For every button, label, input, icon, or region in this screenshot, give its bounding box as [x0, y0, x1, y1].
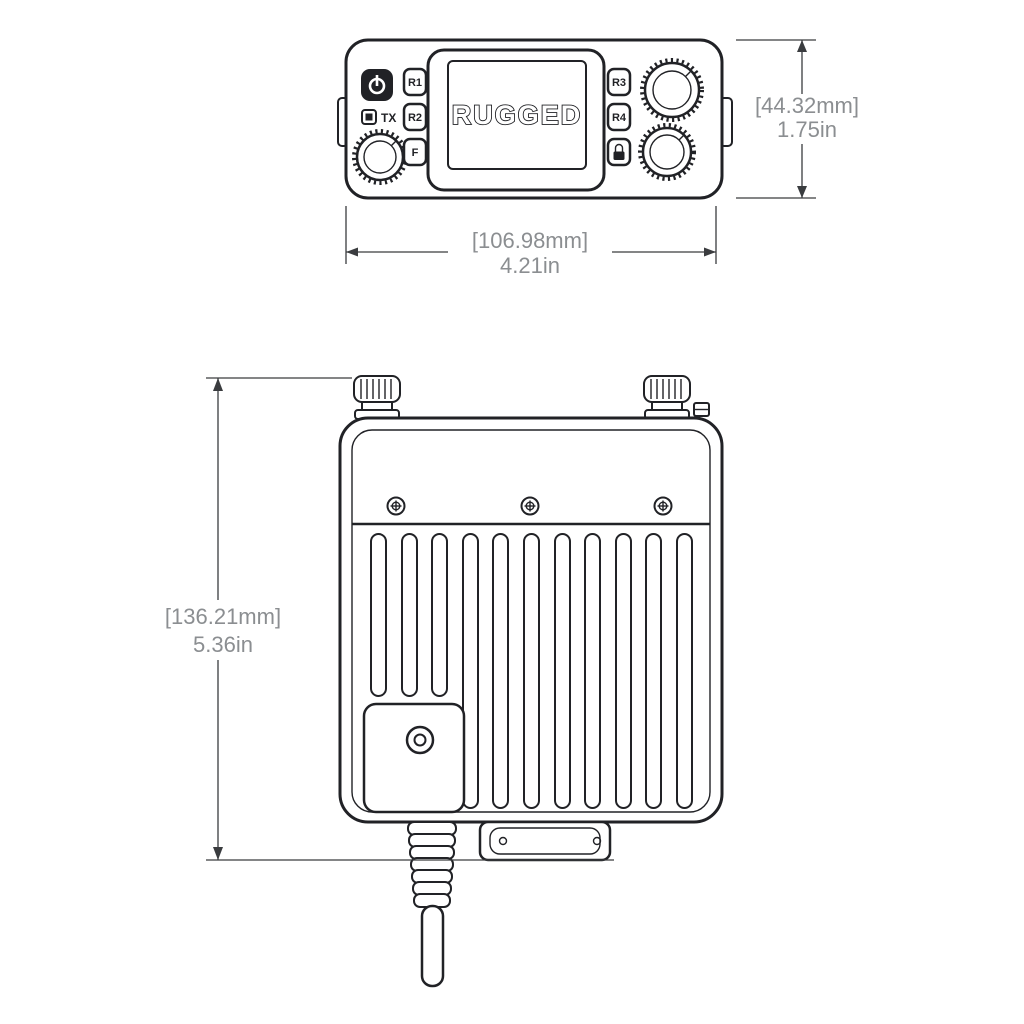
front-width-in: 4.21in: [500, 253, 560, 278]
display: RUGGED: [426, 48, 606, 192]
knurl-ridges: [650, 379, 682, 399]
chassis-inner-outline: [351, 429, 711, 813]
bottom-connector: [478, 820, 612, 862]
left-button-column: R1 R2 F: [402, 67, 428, 167]
screw: [520, 496, 540, 516]
body-height-in: 5.36in: [193, 632, 253, 657]
tx-label: TX: [381, 111, 396, 125]
top-right-knob[interactable]: [643, 375, 691, 420]
access-panel: [362, 702, 466, 814]
heatsink-fins: [370, 533, 693, 809]
r2-label: R2: [408, 112, 422, 124]
antenna-stub: [693, 402, 710, 417]
r1-button[interactable]: [402, 67, 428, 97]
arrow-down-icon: [213, 847, 223, 860]
knurl-ridges: [360, 379, 392, 399]
arrow-up-icon: [213, 378, 223, 391]
top-left-knob[interactable]: [353, 375, 401, 420]
lock-icon: [613, 143, 625, 160]
power-cable: [407, 821, 457, 988]
power-icon: [368, 75, 386, 95]
r4-button[interactable]: [606, 102, 632, 132]
arrow-up-icon: [797, 40, 807, 52]
r4-label: R4: [612, 112, 627, 124]
right-button-column: R3 R4: [606, 67, 632, 167]
body-height-dimension: [136.21mm] 5.36in: [152, 377, 614, 861]
front-height-dimension: [44.32mm] 1.75in: [736, 39, 866, 199]
arrow-right-icon: [704, 247, 716, 257]
r3-button[interactable]: [606, 67, 632, 97]
front-height-mm: [44.32mm]: [755, 93, 859, 118]
tx-indicator: TX: [361, 109, 396, 125]
right-lower-knob[interactable]: [638, 123, 696, 181]
front-height-in: 1.75in: [777, 117, 837, 142]
front-view: RUGGED TX R1: [337, 38, 733, 200]
front-width-dimension: [106.98mm] 4.21in: [345, 206, 717, 280]
screw: [653, 496, 673, 516]
brand-logo: RUGGED: [452, 100, 583, 130]
r3-label: R3: [612, 77, 626, 89]
front-width-mm: [106.98mm]: [472, 228, 588, 253]
cable-lead: [420, 904, 445, 988]
screw: [386, 496, 406, 516]
display-screen: [447, 60, 587, 170]
right-upper-knob[interactable]: [640, 58, 704, 122]
r1-label: R1: [408, 77, 422, 89]
strain-relief: [407, 821, 457, 908]
arrow-left-icon: [346, 247, 358, 257]
f-label: F: [412, 147, 419, 159]
body-height-mm: [136.21mm]: [165, 604, 281, 629]
r2-button[interactable]: [402, 102, 428, 132]
arrow-down-icon: [797, 186, 807, 198]
rear-view: [338, 375, 724, 988]
f-button[interactable]: [402, 137, 428, 167]
